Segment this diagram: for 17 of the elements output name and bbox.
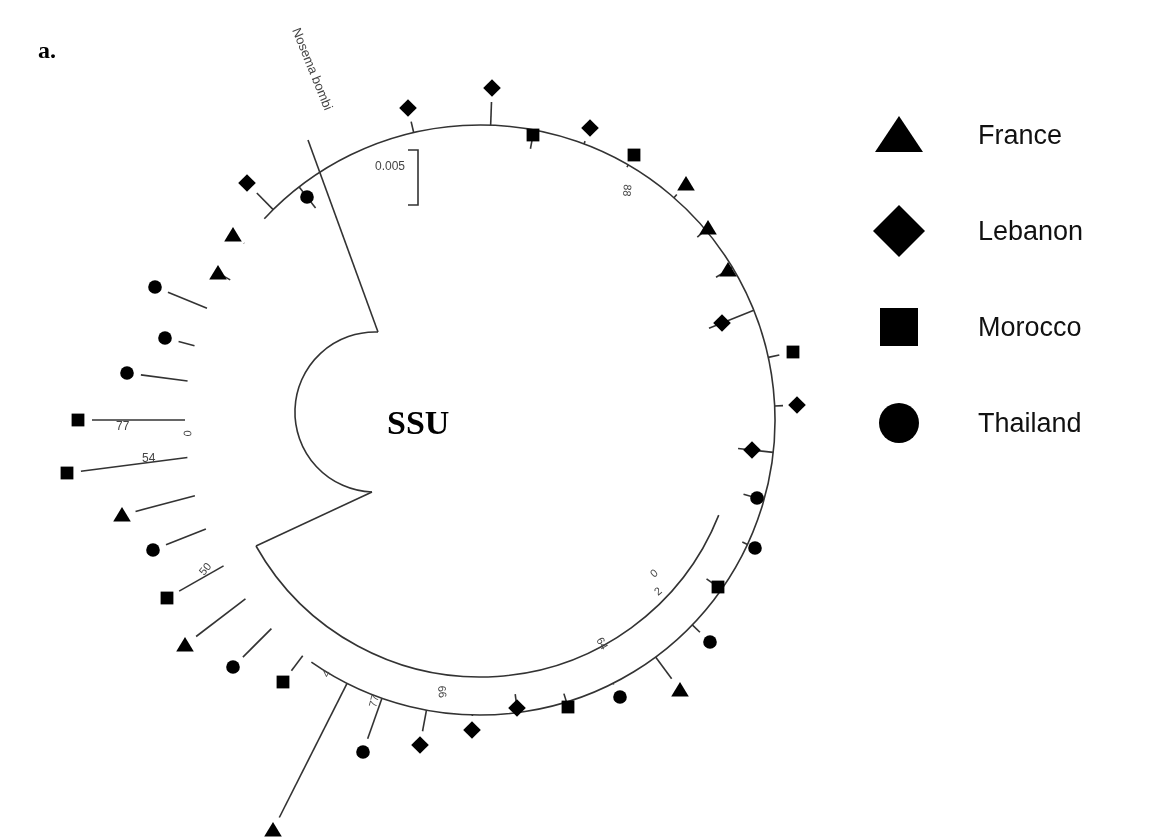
bootstrap-value: 0: [181, 429, 194, 437]
bootstrap-value: 77: [366, 693, 382, 709]
bootstrap-value: 54: [142, 451, 156, 465]
legend-label: Lebanon: [978, 215, 1084, 247]
panel-letter: a.: [38, 37, 56, 63]
bootstrap-value: 66: [436, 685, 450, 699]
bootstrap-value: 2: [651, 584, 664, 598]
legend-label: France: [978, 119, 1063, 151]
legend-label: Morocco: [978, 311, 1082, 343]
bootstrap-value: 0: [647, 566, 660, 580]
legend-label: Thailand: [978, 407, 1082, 439]
gene-label: SSU: [387, 404, 450, 441]
bootstrap-value: 77: [116, 419, 130, 433]
bootstrap-value: 88: [620, 183, 634, 198]
scale-bar-value: 0.005: [375, 159, 406, 173]
bootstrap-value: 64: [594, 635, 611, 652]
bootstrap-value: 50: [196, 560, 214, 578]
